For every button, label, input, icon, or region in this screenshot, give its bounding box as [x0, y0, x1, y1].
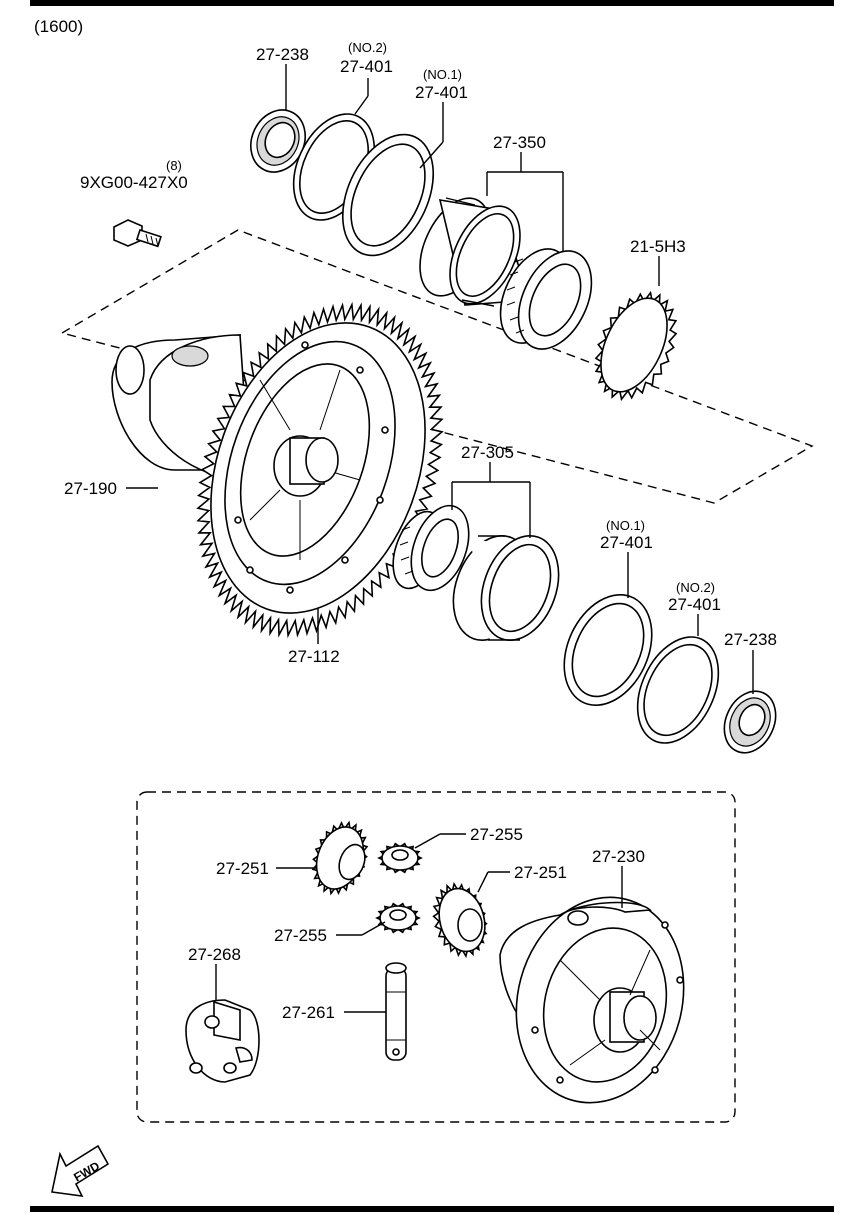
callout-ring-gear: 27-112 — [288, 647, 340, 666]
differential-case — [499, 896, 685, 1104]
callout-shim-bottom-no2: 27-401 — [668, 595, 721, 614]
shim-bottom-no2 — [636, 636, 720, 744]
callout-seal-bottom: 27-238 — [724, 630, 777, 649]
callout-sensor-ring: 21-5H3 — [630, 237, 686, 256]
callout-side-gear-right: 27-251 — [514, 863, 567, 882]
callout-bolt-qualifier: (8) — [166, 158, 182, 173]
pinion-gear-lower — [375, 902, 421, 934]
callout-shim-bottom-no2-qualifier: (NO.2) — [676, 580, 715, 595]
oil-seal-bottom — [723, 690, 777, 754]
callout-bearing-bottom: 27-305 — [461, 443, 514, 462]
bearing-cup-top — [419, 197, 532, 307]
assembly-outline — [60, 229, 814, 504]
callout-shim-top-no1: 27-401 — [415, 83, 468, 102]
pinion-shaft — [385, 962, 407, 1061]
differential-assembly — [111, 301, 444, 639]
callout-shim-top-no2: 27-401 — [340, 57, 393, 76]
callout-shim-bottom-no1: 27-401 — [600, 533, 653, 552]
callout-thrust-washer: 27-268 — [188, 945, 241, 964]
bearing-cup-bottom — [452, 534, 560, 642]
callout-side-gear-left: 27-251 — [216, 859, 269, 878]
thrust-washer — [185, 999, 260, 1083]
callout-shim-top-no1-qualifier: (NO.1) — [423, 67, 462, 82]
callout-pinion-upper: 27-255 — [470, 825, 523, 844]
pinion-gear-upper — [377, 842, 423, 874]
callout-diff-case: 27-230 — [592, 847, 645, 866]
callout-shim-bottom-no1-qualifier: (NO.1) — [606, 518, 645, 533]
shim-top-no1 — [341, 133, 435, 257]
side-gear-right — [432, 881, 488, 959]
internal-parts-box — [136, 791, 736, 1123]
callout-diff-assembly: 27-190 — [64, 479, 117, 498]
engine-code-label: (1600) — [34, 17, 83, 36]
callout-shim-top-no2-qualifier: (NO.2) — [348, 40, 387, 55]
bearing-cone-bottom — [392, 504, 470, 592]
sensor-ring — [594, 290, 678, 402]
shim-bottom-no1 — [563, 593, 653, 707]
callout-bearing-top: 27-350 — [493, 133, 546, 152]
ring-gear-bolt-holes — [234, 341, 389, 594]
callout-bolt: 9XG00-427X0 — [80, 173, 188, 192]
bottom-rule — [30, 1206, 834, 1212]
top-rule — [30, 0, 834, 6]
callout-seal-top: 27-238 — [256, 45, 309, 64]
leader-lines — [126, 64, 754, 1013]
callout-labels: 27-238 (NO.2) 27-401 (NO.1) 27-401 27-35… — [64, 40, 777, 1022]
fwd-arrow-icon: FWD — [51, 1144, 110, 1197]
callout-pinion-shaft: 27-261 — [282, 1003, 335, 1022]
bolt-part — [113, 219, 162, 248]
oil-seal-top — [250, 109, 306, 173]
callout-pinion-lower: 27-255 — [274, 926, 327, 945]
side-gear-left — [311, 820, 369, 896]
bearing-cone-top — [499, 248, 593, 350]
